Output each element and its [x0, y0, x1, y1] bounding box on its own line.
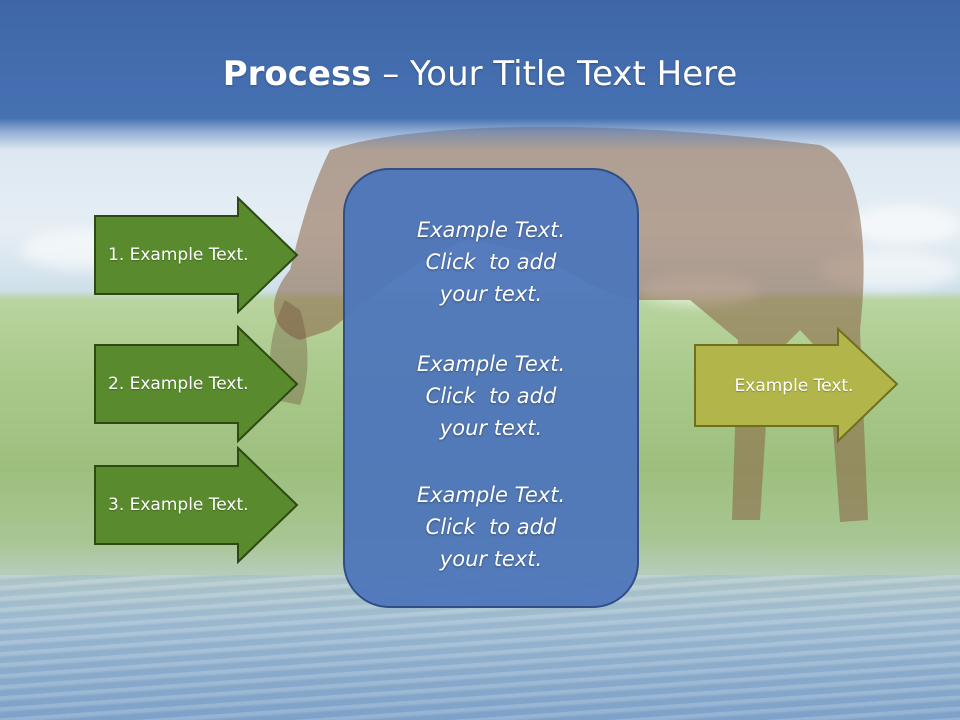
center-text-line: Click to add — [425, 515, 557, 539]
center-text-block-1: Example Text. Click to add your text. — [345, 214, 637, 310]
input-arrow-label: 1. Example Text. — [108, 245, 249, 265]
output-arrow[interactable]: Example Text. — [694, 327, 900, 445]
cloud-shape — [850, 205, 960, 245]
center-text-box[interactable]: Example Text. Click to add your text. Ex… — [343, 168, 639, 608]
center-text-line: Example Text. — [416, 483, 566, 507]
center-text-line: your text. — [439, 416, 543, 440]
right-arrow-shape-icon — [694, 327, 899, 444]
slide-title[interactable]: Process – Your Title Text Here — [0, 52, 960, 96]
input-arrow-label: 2. Example Text. — [108, 374, 249, 394]
center-text-line: your text. — [439, 547, 543, 571]
right-arrow-shape-icon — [94, 325, 299, 443]
input-arrow-2[interactable]: 2. Example Text. — [94, 325, 300, 443]
center-text-line: Example Text. — [416, 218, 566, 242]
right-arrow-shape-icon — [94, 446, 299, 564]
input-arrow-label: 3. Example Text. — [108, 495, 249, 515]
center-text-block-2: Example Text. Click to add your text. — [345, 348, 637, 444]
center-text-line: Click to add — [425, 384, 557, 408]
center-text-line: Example Text. — [416, 352, 566, 376]
title-bold-part: Process — [222, 54, 372, 94]
center-text-block-3: Example Text. Click to add your text. — [345, 479, 637, 575]
input-arrow-1[interactable]: 1. Example Text. — [94, 196, 300, 314]
center-text-line: Click to add — [425, 250, 557, 274]
center-text-line: your text. — [439, 282, 543, 306]
output-arrow-label: Example Text. — [734, 376, 854, 396]
title-bar — [0, 0, 960, 150]
right-arrow-shape-icon — [94, 196, 299, 314]
title-rest-part: – Your Title Text Here — [371, 54, 738, 94]
input-arrow-3[interactable]: 3. Example Text. — [94, 446, 300, 564]
